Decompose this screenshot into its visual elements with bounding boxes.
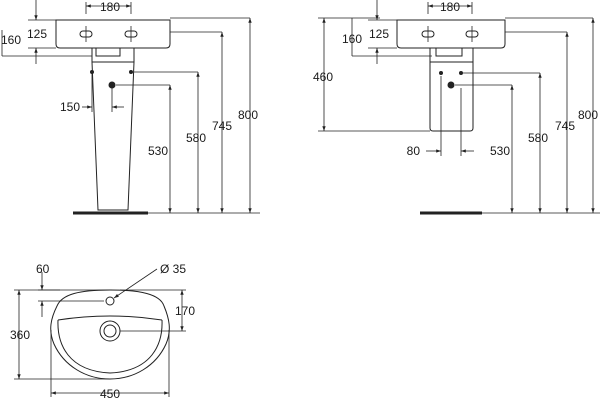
dim-160: 160 xyxy=(342,32,362,46)
dim-170: 170 xyxy=(175,304,195,318)
dim-125: 125 xyxy=(27,27,47,41)
dim-160: 160 xyxy=(1,33,21,47)
fixing-point-right xyxy=(129,70,133,74)
dim-80: 80 xyxy=(407,144,421,158)
basin-outline xyxy=(396,19,506,49)
tap-hole xyxy=(105,296,115,306)
dim-60: 60 xyxy=(36,262,50,276)
waste-outlet xyxy=(99,320,121,342)
dim-150: 150 xyxy=(60,100,80,114)
pedestal-column xyxy=(91,48,135,211)
dim-745: 745 xyxy=(212,119,232,133)
plan-view: 60 Ø 35 170 360 450 xyxy=(10,262,195,400)
semi-pedestal-body xyxy=(429,48,474,132)
dim-180: 180 xyxy=(100,0,120,14)
dim-460: 460 xyxy=(313,70,333,84)
dim-800: 800 xyxy=(238,108,258,122)
dim-180: 180 xyxy=(440,0,460,14)
dim-530: 530 xyxy=(490,144,510,158)
basin-plan-outline xyxy=(50,289,170,380)
dim-745: 745 xyxy=(555,119,575,133)
fixing-point-right xyxy=(459,71,463,75)
basin-outline xyxy=(55,19,171,49)
dim-580: 580 xyxy=(186,131,206,145)
dim-360: 360 xyxy=(10,328,30,342)
dim-diameter-35: Ø 35 xyxy=(160,262,186,276)
pedestal-view: 180 125 160 150 530 580 745 800 xyxy=(1,0,260,215)
dim-125: 125 xyxy=(369,27,389,41)
dim-450: 450 xyxy=(100,387,120,400)
fixing-point-left xyxy=(439,71,443,75)
semi-pedestal-view: 180 125 160 460 80 530 580 xyxy=(313,0,600,215)
dim-530: 530 xyxy=(148,144,168,158)
waste-outlet xyxy=(447,81,455,89)
dim-580: 580 xyxy=(528,131,548,145)
dim-800: 800 xyxy=(578,108,598,122)
waste-outlet xyxy=(108,81,116,89)
